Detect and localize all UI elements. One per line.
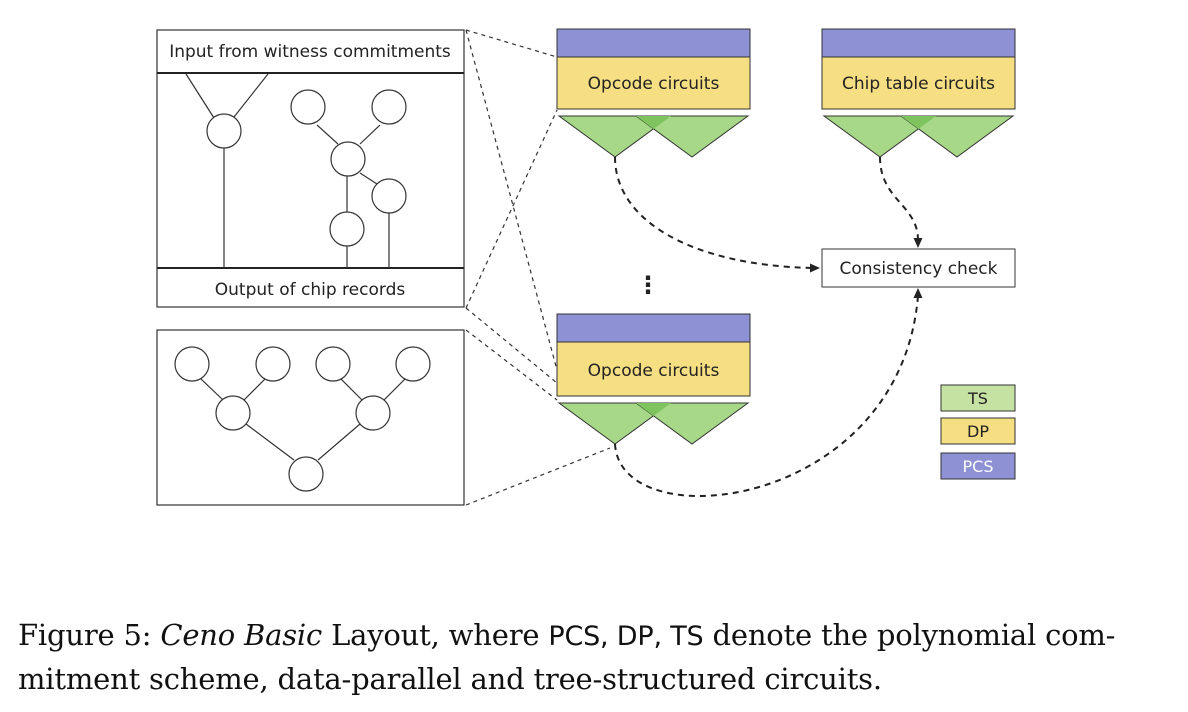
pcs-bar [821, 28, 1016, 58]
legend-label-ts: TS [967, 389, 988, 408]
dp-block [556, 341, 751, 397]
wire [359, 124, 381, 145]
gate-node [371, 178, 407, 214]
tree-edge [383, 378, 406, 401]
legend-label-pcs: PCS [963, 457, 994, 476]
ts-triangle [822, 115, 938, 158]
gate-node [330, 141, 366, 177]
opcode-label: Opcode circuits [588, 361, 720, 381]
input-label: Input from witness commitments [169, 42, 451, 62]
wire [359, 172, 378, 185]
chip-table-block: Chip table circuits [821, 28, 1016, 158]
pcs-bar [556, 28, 751, 58]
legend-swatch-ts [940, 384, 1016, 412]
wire [233, 73, 269, 118]
arrow-opcode-bottom-to-consistency [614, 295, 919, 497]
guide-line [465, 307, 558, 384]
tree-edge [340, 378, 363, 401]
figure-label: Figure 5: [18, 618, 152, 652]
legend-label-dp: DP [967, 422, 989, 441]
guide-line [465, 447, 611, 506]
caption-text: denote the polynomial com- [703, 618, 1116, 652]
caption-line-2: mitment scheme, data-parallel and tree-s… [18, 662, 882, 696]
pcs-bar [556, 313, 751, 343]
dp-block [556, 56, 751, 110]
tree-node [395, 346, 431, 382]
tree-node [355, 395, 391, 431]
detail-box-frame [156, 29, 465, 308]
opcode-block-bottom: Opcode circuits [556, 313, 751, 445]
wire [316, 124, 339, 145]
opcode-block-top: Opcode circuits [556, 28, 751, 158]
ts-triangle [634, 402, 750, 445]
tree-circuit-detail-box [156, 329, 465, 506]
caption-text: Layout, where [322, 618, 549, 652]
figure-caption: Figure 5: Ceno Basic Layout, where PCS, … [18, 614, 1168, 700]
tree-edge [245, 423, 295, 461]
legend-swatch-dp [940, 417, 1016, 445]
tree-edge [243, 378, 266, 401]
arrowhead [913, 288, 923, 298]
legend: TS DP PCS [940, 384, 1016, 480]
legend-swatch-pcs [940, 452, 1016, 480]
flow-arrows [614, 156, 919, 497]
consistency-check-box: Consistency check [821, 248, 1016, 288]
wire [185, 73, 215, 119]
tree-edge [317, 423, 361, 461]
arrowhead [913, 238, 923, 248]
opcode-circuit-detail-box: Input from witness commitments Output of… [156, 29, 465, 308]
guide-line [465, 29, 558, 371]
guide-line [465, 29, 558, 58]
tree-node [215, 395, 251, 431]
tree-nodes [174, 346, 431, 492]
arrowhead [810, 263, 820, 273]
ts-triangle [557, 115, 673, 158]
caption-abbreviations: PCS, DP, TS [548, 621, 704, 652]
guide-line [465, 329, 558, 401]
circuit-wires [185, 73, 390, 268]
ts-overlap [901, 116, 936, 129]
ts-overlap [636, 403, 671, 416]
ts-triangle [634, 115, 750, 158]
tree-node [315, 346, 351, 382]
tree-edges [200, 378, 406, 461]
dp-block [821, 56, 1016, 110]
zoom-guide-lines [465, 29, 611, 506]
gate-node [290, 89, 326, 125]
arrow-opcode-to-consistency [614, 156, 813, 269]
ellipsis-marker: ⋮ [636, 271, 660, 299]
tree-edge [200, 378, 224, 401]
consistency-frame [821, 248, 1016, 288]
output-label: Output of chip records [215, 280, 406, 300]
gate-node [371, 89, 407, 125]
tree-node [288, 456, 324, 492]
gate-node [329, 211, 365, 247]
caption-line-1: Figure 5: Ceno Basic Layout, where PCS, … [18, 614, 1168, 658]
chip-table-label: Chip table circuits [842, 74, 995, 94]
arrow-heads [810, 238, 923, 298]
ts-triangle [899, 115, 1015, 158]
tree-node [255, 346, 291, 382]
ts-triangle [557, 402, 673, 445]
ts-overlap [636, 116, 671, 129]
consistency-label: Consistency check [840, 259, 998, 279]
caption-title: Ceno Basic [160, 618, 323, 652]
arrow-chip-to-consistency [879, 156, 919, 241]
opcode-label: Opcode circuits [588, 74, 720, 94]
guide-line [465, 109, 558, 309]
tree-node [174, 346, 210, 382]
circuit-gates [206, 89, 407, 247]
gate-node [206, 113, 242, 149]
